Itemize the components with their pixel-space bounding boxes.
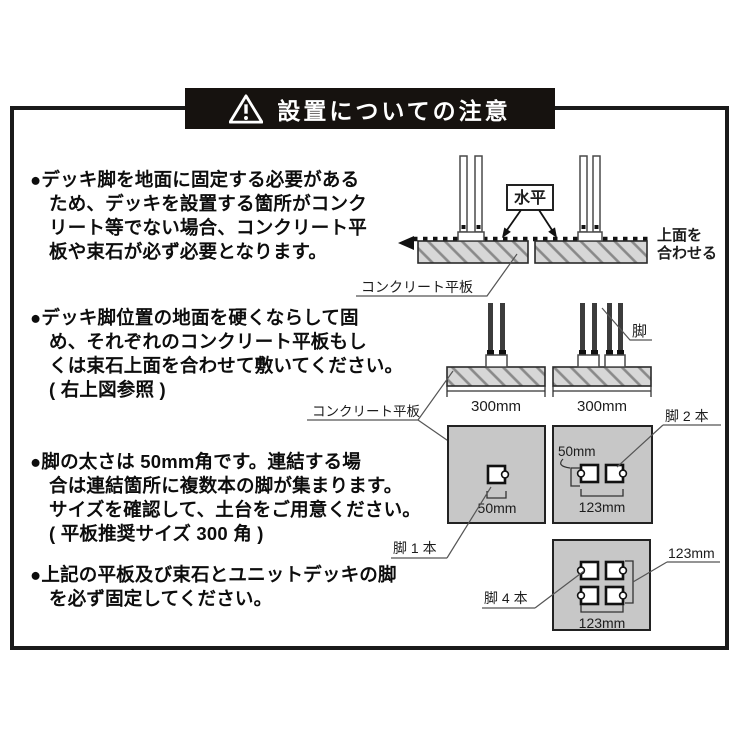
leg-cross-section <box>604 463 628 484</box>
dimension-bracket <box>580 605 624 613</box>
note-line: ( 右上図参照 ) <box>49 379 166 400</box>
leg-cross-section <box>604 560 628 581</box>
warning-triangle-icon <box>229 93 264 124</box>
page-title: 設置についての注意 <box>185 88 555 129</box>
arrow-left-icon <box>398 236 414 250</box>
deck-leg <box>457 155 485 242</box>
note-line: ●デッキ脚を地面に固定する必要がある <box>30 169 360 190</box>
dimension-bracket <box>570 467 580 487</box>
leader-line <box>616 424 664 468</box>
note-line: を必ず固定してください。 <box>49 588 273 609</box>
arrow-down-left-icon <box>502 227 511 238</box>
concrete-slab <box>417 240 529 264</box>
leg-cross-section <box>576 585 600 606</box>
leg-label: 脚 <box>632 323 647 340</box>
dimension-bracket <box>580 489 624 497</box>
deck-leg <box>577 155 603 242</box>
arrow-down-right-icon <box>548 227 557 238</box>
note-line: 板や束石が必ず必要となります。 <box>49 241 328 262</box>
level-label: 水平 <box>514 188 546 207</box>
dimension-label: 300mm <box>577 398 627 415</box>
one-leg-label: 脚 1 本 <box>393 540 437 556</box>
note-must-fix: ●上記の平板及び束石とユニットデッキの脚 を必ず固定してください。 <box>30 563 425 611</box>
level-callout: 水平 <box>502 184 557 238</box>
two-legs-label: 脚 2 本 <box>665 408 709 424</box>
concrete-slab <box>552 366 652 387</box>
deck-leg <box>485 303 508 368</box>
leg-size-label: 50mm <box>558 444 596 459</box>
leg-cross-section <box>604 585 628 606</box>
concrete-slab-label: コンクリート平板 <box>312 404 420 419</box>
leg-cross-section <box>576 560 600 581</box>
align-top-label-line2: 合わせる <box>656 244 717 262</box>
leader-line <box>632 561 668 583</box>
concrete-slab-label: コンクリート平板 <box>361 279 473 295</box>
dimension-300mm-left: 300mm <box>446 386 546 415</box>
deck-leg <box>577 303 600 368</box>
note-line: め、それぞれのコンクリート平板もし <box>49 331 367 352</box>
leg-cross-section <box>576 463 600 484</box>
installation-diagrams: 水平 上面を 合わせる コンクリート平板 <box>307 155 721 631</box>
dimension-label: 300mm <box>471 398 521 415</box>
top-view-one-leg: 50mm 脚 1 本 <box>391 425 546 559</box>
note-ground-leveling: ●デッキ脚位置の地面を硬くならして固 め、それぞれのコンクリート平板もし くは束… <box>30 306 425 402</box>
note-line: サイズを確認して、土台をご用意ください。 <box>49 499 421 520</box>
page-title-text: 設置についての注意 <box>277 97 511 124</box>
dimension-label: 123mm <box>579 615 626 631</box>
align-top-label-line1: 上面を <box>657 227 702 244</box>
top-view-two-legs: 50mm 123mm 脚 2 本 <box>552 408 721 524</box>
top-view-four-legs: 123mm 123mm 脚 4 本 <box>482 539 720 631</box>
note-line: くは束石上面を合わせて敷いてください。 <box>49 355 404 376</box>
level-diagram: 水平 上面を 合わせる コンクリート平板 <box>356 155 717 297</box>
note-line: ●脚の太さは 50mm角です。連結する場 <box>30 451 361 472</box>
dimension-label: 123mm <box>579 499 626 515</box>
note-line: リート等でない場合、コンクリート平 <box>49 217 367 238</box>
concrete-slab <box>446 366 546 387</box>
spacing-diagram: 脚 300mm 300mm コンクリート平板 <box>307 303 652 448</box>
four-legs-label: 脚 4 本 <box>484 590 528 606</box>
slab-top-view <box>552 539 651 631</box>
leader-line <box>601 307 652 341</box>
slab-top-view <box>552 425 653 524</box>
note-line: ●デッキ脚位置の地面を硬くならして固 <box>30 307 359 328</box>
deck-leg <box>604 303 626 368</box>
note-line: ( 平板推奨サイズ 300 角 ) <box>49 523 264 544</box>
leader-line <box>446 486 492 559</box>
dimension-300mm-right: 300mm <box>552 386 652 415</box>
dimension-label: 50mm <box>478 500 517 516</box>
note-leg-size: ●脚の太さは 50mm角です。連結する場 合は連結箇所に複数本の脚が集まります。… <box>30 450 425 546</box>
leader-line <box>356 253 518 297</box>
concrete-slab <box>534 240 648 264</box>
note-line: ため、デッキを設置する箇所がコンク <box>49 193 367 214</box>
leg-cross-section <box>486 464 510 485</box>
dimension-label: 123mm <box>668 545 715 561</box>
note-fixing-required: ●デッキ脚を地面に固定する必要がある ため、デッキを設置する箇所がコンク リート… <box>30 168 425 264</box>
leader-line <box>560 458 571 469</box>
note-line: ●上記の平板及び束石とユニットデッキの脚 <box>30 564 397 585</box>
leader-line <box>534 570 585 609</box>
note-line: 合は連結箇所に複数本の脚が集まります。 <box>49 475 403 496</box>
